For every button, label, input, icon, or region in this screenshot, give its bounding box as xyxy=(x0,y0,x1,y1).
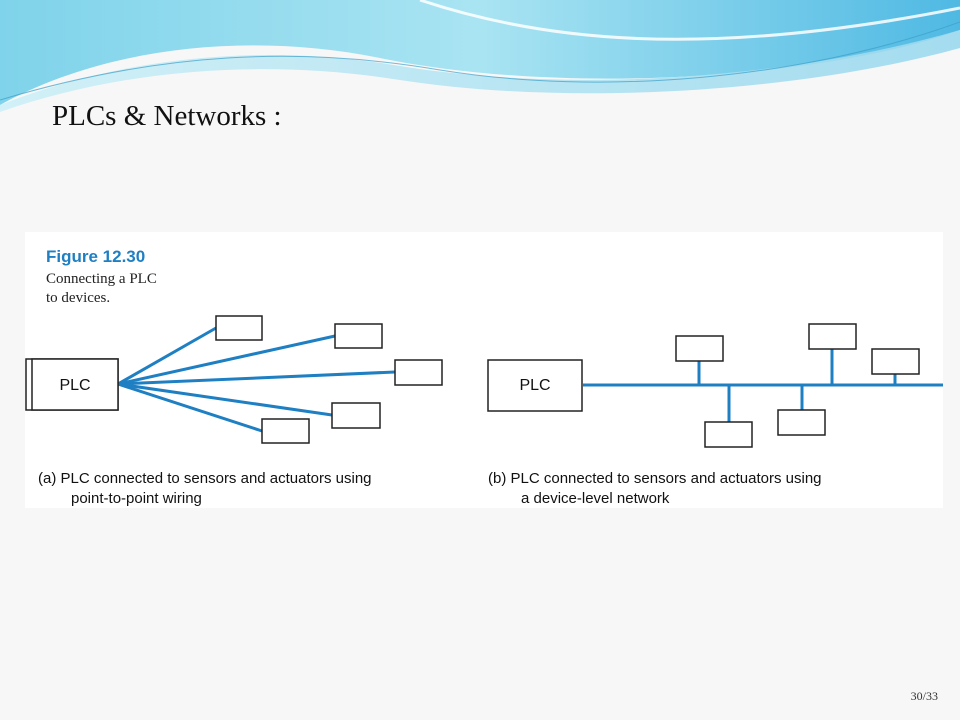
device-box-a-3 xyxy=(394,359,443,386)
device-box-b-4 xyxy=(704,421,753,448)
wire-a-4 xyxy=(117,382,333,417)
caption-a-line1: (a) PLC connected to sensors and actuato… xyxy=(38,470,372,487)
caption-a-line2: point-to-point wiring xyxy=(71,490,202,507)
caption-b-line1: (b) PLC connected to sensors and actuato… xyxy=(488,470,822,487)
header-wave-decoration xyxy=(0,0,960,112)
plc-label-b: PLC xyxy=(519,377,550,394)
device-box-b-3 xyxy=(871,348,920,375)
device-box-b-1 xyxy=(675,335,724,362)
plc-label-a: PLC xyxy=(59,377,90,394)
panel-b-device-network: PLC xyxy=(487,323,943,448)
wire-a-1 xyxy=(117,326,217,386)
device-box-a-5 xyxy=(261,418,310,444)
wire-a-3 xyxy=(117,370,396,386)
network-diagram: PLC PLC xyxy=(25,315,943,448)
device-box-b-5 xyxy=(777,409,826,436)
wire-a-2 xyxy=(117,334,336,386)
plc-box-b xyxy=(487,359,583,412)
figure-panel: Figure 12.30 Connecting a PLC to devices… xyxy=(25,232,943,508)
page-number: 30/33 xyxy=(910,689,938,703)
caption-b-line2: a device-level network xyxy=(521,490,670,507)
device-box-a-2 xyxy=(334,323,383,349)
panel-a-point-to-point: PLC xyxy=(25,315,443,444)
device-box-b-2 xyxy=(808,323,857,350)
device-box-a-1 xyxy=(215,315,263,341)
figure-label: Figure 12.30 xyxy=(46,247,146,266)
figure-caption: Connecting a PLC to devices. xyxy=(46,271,157,306)
caption-a: (a) PLC connected to sensors and actuato… xyxy=(38,469,372,509)
slide-title: PLCs & Networks : xyxy=(52,100,282,132)
device-box-a-4 xyxy=(331,402,381,429)
plc-box-a xyxy=(31,358,119,411)
wire-a-5 xyxy=(117,382,263,433)
caption-b: (b) PLC connected to sensors and actuato… xyxy=(488,469,822,509)
